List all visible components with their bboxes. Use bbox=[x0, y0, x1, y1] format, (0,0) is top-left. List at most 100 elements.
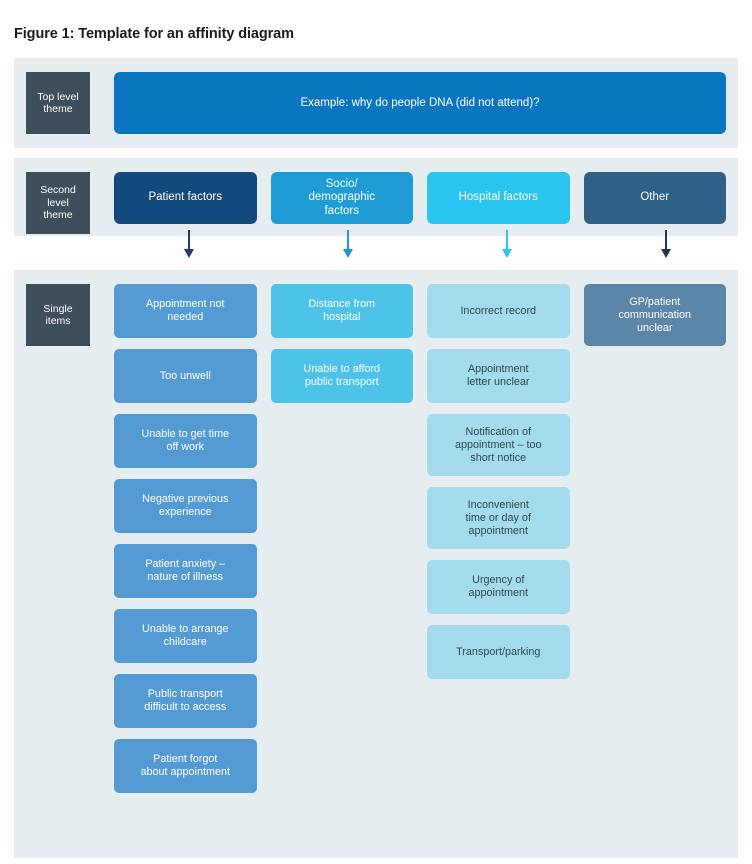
arrow-spacer bbox=[14, 230, 78, 264]
item-card-label-line: Appointment not bbox=[145, 298, 225, 310]
theme-card-label: Patient factors bbox=[148, 191, 222, 205]
item-card-label-line: Distance from bbox=[308, 298, 376, 310]
item-card-label-line: GP/patient bbox=[629, 295, 681, 308]
theme-column: Hospital factors bbox=[427, 172, 570, 224]
item-card-label-line: Appointment bbox=[467, 363, 529, 375]
item-card-label-line: experience bbox=[158, 506, 212, 518]
item-card-label-line: Transport/parking bbox=[456, 645, 541, 658]
item-card[interactable]: Transport/parking bbox=[427, 625, 570, 679]
theme-card-label-line: Socio/ bbox=[325, 177, 358, 190]
item-card-label-line: public transport bbox=[304, 376, 379, 388]
item-card-label-line: Incorrect record bbox=[460, 304, 537, 317]
top-level-theme-banner[interactable]: Example: why do people DNA (did not atte… bbox=[114, 72, 726, 134]
theme-card-label-line: Hospital factors bbox=[458, 191, 538, 204]
item-card-label-line: short notice bbox=[470, 451, 527, 464]
theme-card-label-line: Other bbox=[640, 191, 670, 204]
item-card-label-line: Unable to afford bbox=[303, 363, 381, 375]
row-label-top-level: Top level theme bbox=[26, 72, 90, 134]
theme-card-patient-factors[interactable]: Patient factors bbox=[114, 172, 257, 224]
item-card-label-line: Patient forgot bbox=[153, 753, 218, 765]
item-card[interactable]: Too unwell bbox=[114, 349, 257, 403]
item-card-label-line: difficult to access bbox=[144, 701, 227, 713]
row-label-second-level: Second level theme bbox=[26, 172, 90, 234]
item-card-label-line: Patient anxiety – bbox=[145, 558, 226, 570]
item-card[interactable]: Patient anxiety –nature of illness bbox=[114, 544, 257, 598]
item-card-label-line: Notification of bbox=[465, 425, 531, 438]
arrow-cell bbox=[593, 230, 738, 264]
row-label-second-level-text: Second level theme bbox=[40, 184, 76, 222]
theme-card-label-line: Patient factors bbox=[148, 191, 222, 204]
item-card-label-line: Unable to get time bbox=[141, 428, 230, 440]
row-label-single-items-text: Single items bbox=[43, 302, 73, 328]
theme-card-label-line: demographic bbox=[308, 191, 375, 204]
item-card-label-line: Inconvenient bbox=[467, 498, 529, 511]
down-arrow-icon bbox=[499, 230, 515, 260]
item-card-label-line: needed bbox=[167, 311, 204, 323]
item-card-label: Patient anxiety –nature of illness bbox=[145, 558, 225, 584]
row-label-top-level-text: Top level theme bbox=[37, 90, 79, 116]
theme-card-label: Other bbox=[640, 191, 669, 205]
theme-card-label: Hospital factors bbox=[459, 191, 538, 205]
top-level-theme-panel: Top level theme Example: why do people D… bbox=[14, 58, 738, 148]
down-arrow-icon bbox=[181, 230, 197, 260]
item-card-label-line: childcare bbox=[163, 636, 207, 648]
item-card-label-line: Too unwell bbox=[159, 369, 211, 382]
item-card-label: Too unwell bbox=[160, 370, 211, 383]
item-card-label-line: communication bbox=[618, 308, 692, 321]
item-card-label-line: appointment – too bbox=[455, 438, 542, 451]
item-card-label-line: Negative previous bbox=[142, 493, 229, 505]
item-card-label-line: nature of illness bbox=[147, 571, 224, 583]
theme-column: Other bbox=[583, 172, 726, 224]
figure-title: Figure 1: Template for an affinity diagr… bbox=[14, 26, 294, 42]
connector-arrow-row bbox=[14, 230, 738, 264]
theme-column: Patient factors bbox=[114, 172, 257, 224]
item-card-label-line: time or day of bbox=[465, 511, 531, 524]
row-label-single-items: Single items bbox=[26, 284, 90, 346]
theme-card-other[interactable]: Other bbox=[583, 172, 726, 224]
item-card-label-line: letter unclear bbox=[467, 376, 530, 388]
down-arrow-icon bbox=[340, 230, 356, 260]
item-card[interactable]: Incorrect record bbox=[427, 284, 570, 338]
theme-card-label-line: factors bbox=[324, 204, 359, 217]
item-card-label-line: about appointment bbox=[140, 766, 230, 778]
item-card-label: Transport/parking bbox=[456, 646, 540, 659]
item-card-label-line: off work bbox=[166, 441, 205, 453]
down-arrow-icon bbox=[658, 230, 674, 260]
item-card-label-line: Urgency of bbox=[472, 574, 525, 586]
item-card-label-line: unclear bbox=[637, 321, 673, 334]
item-card-label-line: Unable to arrange bbox=[142, 623, 229, 635]
theme-card-hospital-factors[interactable]: Hospital factors bbox=[427, 172, 570, 224]
